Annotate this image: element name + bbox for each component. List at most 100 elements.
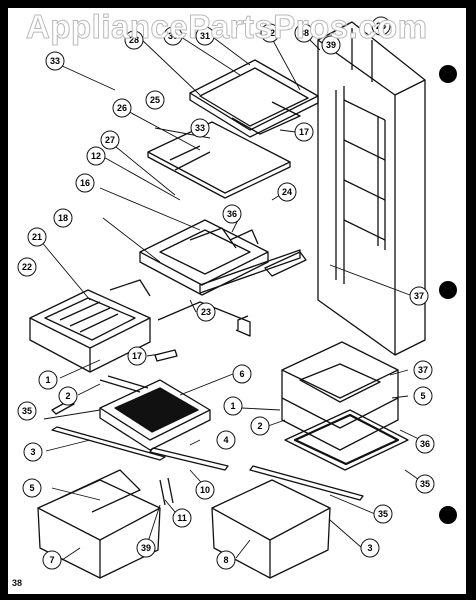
callout: 22	[17, 257, 37, 277]
crisper-drawer-left	[29, 279, 151, 373]
crisper-frame-right	[281, 341, 409, 471]
callout-label: 21	[32, 232, 42, 242]
callout-label: 37	[418, 365, 428, 375]
callout: 11	[172, 508, 192, 528]
callout-group: 33 28 30 31 32 38 25 39 33 26 25 27 12 1…	[17, 16, 435, 570]
callout-label: 12	[91, 151, 101, 161]
callout: 27	[100, 130, 120, 150]
punch-hole	[439, 65, 457, 83]
callout-label: 27	[105, 135, 115, 145]
callout: 28	[124, 30, 144, 50]
callout-label: 25	[376, 21, 386, 31]
callout-label: 4	[223, 435, 228, 445]
callout: 37	[409, 286, 429, 306]
callout: 23	[196, 302, 216, 322]
rail-bracket	[157, 249, 301, 337]
callout-label: 17	[132, 351, 142, 361]
glass-shelf	[147, 121, 291, 199]
callout-label: 35	[378, 509, 388, 519]
callout: 5	[22, 478, 42, 498]
callout: 17	[294, 122, 314, 142]
callout: 39	[136, 538, 156, 558]
callout-label: 17	[299, 127, 309, 137]
callout: 31	[195, 26, 215, 46]
callout: 21	[27, 227, 47, 247]
watermark: AppliancePartsPros.com	[26, 8, 428, 46]
callout: 39	[321, 35, 341, 55]
callout: 32	[260, 23, 280, 43]
callout-label: 8	[223, 555, 228, 565]
callout: 2	[58, 386, 78, 406]
page-number: 38	[12, 578, 23, 588]
callout-label: 3	[367, 543, 372, 553]
drawer-slides-left	[51, 375, 229, 471]
callout: 33	[45, 51, 65, 71]
callout-label: 38	[299, 28, 309, 38]
callout: 37	[413, 360, 433, 380]
callout-label: 35	[420, 479, 430, 489]
callout: 18	[53, 208, 73, 228]
cabinet-liner	[317, 21, 426, 356]
callout: 33	[190, 118, 210, 138]
callout-label: 30	[168, 31, 178, 41]
callout: 36	[222, 204, 242, 224]
pan-left	[37, 469, 161, 579]
callout-label: 39	[141, 543, 151, 553]
callout-label: 32	[265, 28, 275, 38]
callout-label: 31	[200, 31, 210, 41]
callout-label: 5	[420, 391, 425, 401]
callout: 25	[371, 16, 391, 36]
callout: 16	[75, 173, 95, 193]
callout-label: 7	[49, 555, 54, 565]
callout-label: 24	[282, 187, 292, 197]
callout-label: 18	[58, 213, 68, 223]
callout: 10	[195, 480, 215, 500]
callout-label: 10	[200, 485, 210, 495]
callout-label: 33	[50, 56, 60, 66]
pan-right	[211, 479, 331, 579]
callout: 30	[163, 26, 183, 46]
callout: 24	[277, 182, 297, 202]
callout: 35	[17, 401, 37, 421]
callout: 7	[42, 550, 62, 570]
callout-label: 1	[230, 401, 235, 411]
callout: 12	[86, 146, 106, 166]
callout-label: 6	[239, 369, 244, 379]
callout-label: 2	[257, 421, 262, 431]
callout-label: 26	[117, 103, 127, 113]
callout: 1	[223, 396, 243, 416]
callout: 3	[23, 442, 43, 462]
callout-label: 22	[22, 262, 32, 272]
callout-label: 36	[227, 209, 237, 219]
callout: 2	[250, 416, 270, 436]
callout: 35	[373, 504, 393, 524]
callout-label: 2	[65, 391, 70, 401]
callout: 3	[360, 538, 380, 558]
callout-label: 11	[177, 513, 187, 523]
shelf-frame	[139, 219, 269, 296]
punch-hole	[439, 281, 457, 299]
punch-hole	[439, 506, 457, 524]
callout-label: 28	[129, 35, 139, 45]
callout: 36	[415, 434, 435, 454]
callout: 4	[216, 430, 236, 450]
callout-label: 5	[29, 483, 34, 493]
callout: 17	[127, 346, 147, 366]
callout-label: 36	[420, 439, 430, 449]
callout-label: 1	[45, 375, 50, 385]
drawer-slides-right	[249, 465, 364, 501]
callout-label: 33	[195, 123, 205, 133]
callout: 5	[413, 386, 433, 406]
callout: 38	[294, 23, 314, 43]
callout: 35	[415, 474, 435, 494]
callout: 8	[216, 550, 236, 570]
callout-label: 23	[201, 307, 211, 317]
callout: 26	[112, 98, 132, 118]
callout-label: 35	[22, 406, 32, 416]
callout-label: 37	[414, 291, 424, 301]
callout: 6	[232, 364, 252, 384]
meat-pan-cover	[99, 379, 211, 451]
callout-label: 25	[150, 95, 160, 105]
